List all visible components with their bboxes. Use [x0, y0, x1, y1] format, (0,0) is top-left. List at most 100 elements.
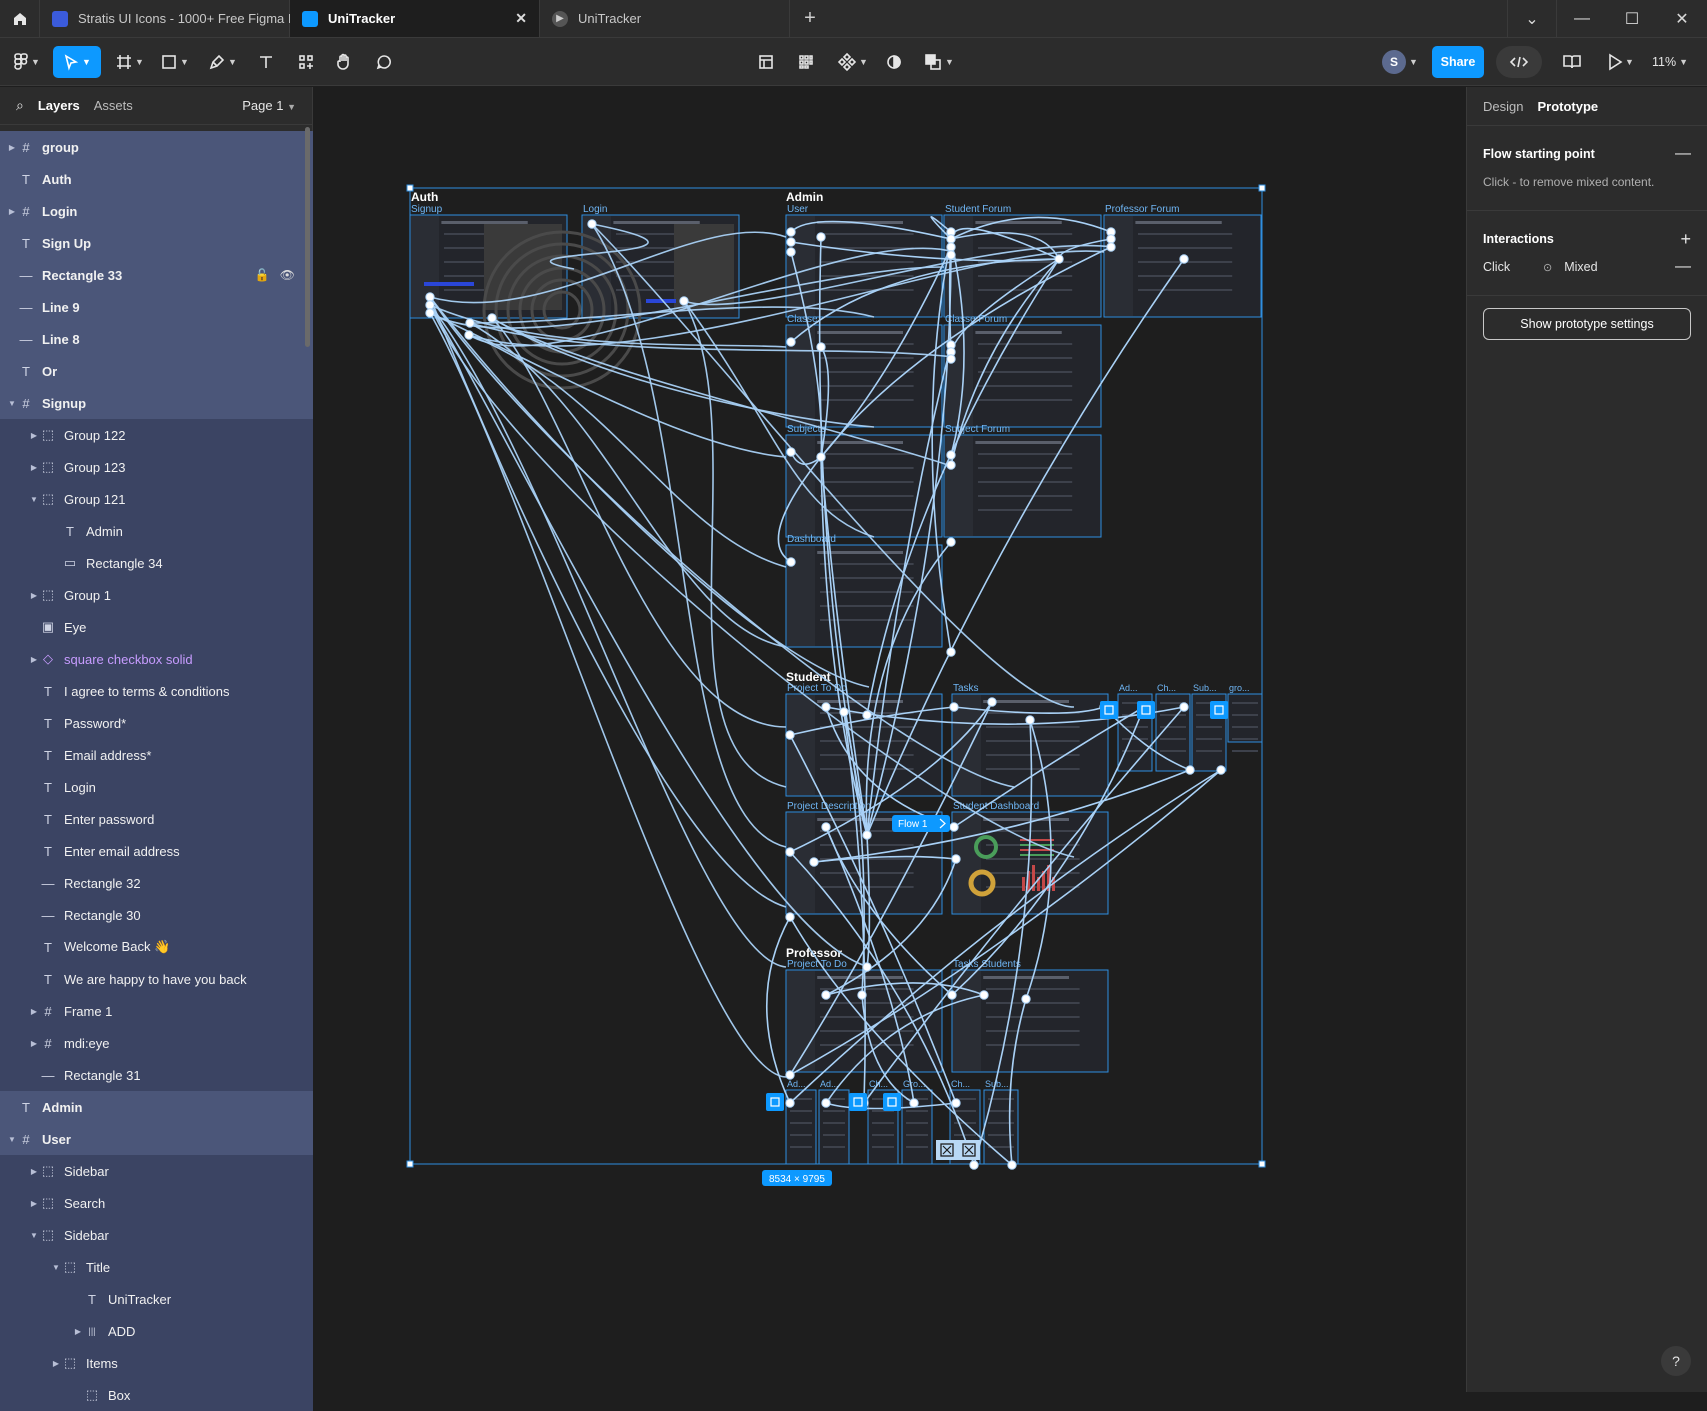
- connector-node[interactable]: [786, 237, 796, 247]
- prototype-connector[interactable]: [1008, 998, 1027, 1166]
- resources-button[interactable]: [292, 46, 320, 78]
- layer-row[interactable]: ▶⬚Items: [0, 1347, 313, 1379]
- tab-unitracker-active[interactable]: UniTracker ✕: [290, 0, 540, 37]
- connector-node[interactable]: [1106, 242, 1116, 252]
- page-selector[interactable]: Page 1 ▼: [242, 98, 296, 113]
- prototype-connector[interactable]: [777, 456, 822, 563]
- connector-node[interactable]: [786, 247, 796, 257]
- tab-assets[interactable]: Assets: [93, 98, 133, 113]
- overlay-action-icon[interactable]: [766, 1093, 784, 1111]
- layer-row[interactable]: ▼#Signup: [0, 387, 313, 419]
- layer-row[interactable]: ▶#Login: [0, 195, 313, 227]
- resize-handle[interactable]: [406, 184, 414, 192]
- prototype-connector[interactable]: [863, 706, 1185, 1104]
- connector-node[interactable]: [946, 234, 956, 244]
- layer-row[interactable]: —Line 9: [0, 291, 313, 323]
- overlay-action-icon[interactable]: [849, 1093, 867, 1111]
- connector-node[interactable]: [1106, 234, 1116, 244]
- prototype-connector[interactable]: [953, 706, 1145, 828]
- connector-node[interactable]: [821, 822, 831, 832]
- prototype-connector[interactable]: [491, 317, 875, 428]
- layer-row[interactable]: ▶⬚Group 1: [0, 579, 313, 611]
- flow-badge[interactable]: [892, 815, 950, 832]
- layout-toggle-button[interactable]: [752, 46, 780, 78]
- prototype-connector[interactable]: [789, 916, 1013, 1166]
- prototype-connector[interactable]: [683, 300, 875, 538]
- eye-icon[interactable]: 👁: [279, 268, 295, 282]
- connector-node[interactable]: [946, 242, 956, 252]
- hand-tool-button[interactable]: [330, 46, 358, 78]
- collapsed-caret-icon[interactable]: ▶: [30, 430, 38, 440]
- prototype-connector[interactable]: [820, 246, 1112, 458]
- search-icon[interactable]: ⌕: [16, 97, 24, 113]
- prototype-connector[interactable]: [683, 300, 787, 788]
- connector-node[interactable]: [809, 857, 819, 867]
- prototype-connector[interactable]: [825, 826, 915, 1104]
- prototype-connector[interactable]: [789, 734, 957, 1104]
- prototype-connector[interactable]: [865, 541, 952, 836]
- prototype-connector[interactable]: [866, 834, 871, 968]
- prototype-connector[interactable]: [789, 851, 975, 1166]
- layer-row[interactable]: ▶|||ADD: [0, 1315, 313, 1347]
- prototype-connector[interactable]: [429, 312, 787, 458]
- main-menu-button[interactable]: ▼: [10, 46, 44, 78]
- layer-row[interactable]: ▶⬚Group 122: [0, 419, 313, 451]
- layer-row[interactable]: ▶⬚Sidebar: [0, 1155, 313, 1187]
- connector-node[interactable]: [862, 830, 872, 840]
- prototype-connector[interactable]: [491, 317, 955, 468]
- connector-node[interactable]: [946, 647, 956, 657]
- prototype-connector[interactable]: [429, 231, 787, 304]
- layer-row[interactable]: ▼⬚Sidebar: [0, 1219, 313, 1251]
- connector-node[interactable]: [816, 452, 826, 462]
- collapsed-caret-icon[interactable]: ▶: [30, 1038, 38, 1048]
- tab-design[interactable]: Design: [1483, 98, 1524, 114]
- layer-row[interactable]: ▶⬚Search: [0, 1187, 313, 1219]
- tab-stratis[interactable]: Stratis UI Icons - 1000+ Free Figma I: [40, 0, 292, 37]
- connector-node[interactable]: [425, 308, 435, 318]
- prototype-connector[interactable]: [843, 711, 865, 996]
- close-window-button[interactable]: ✕: [1657, 0, 1707, 37]
- connector-node[interactable]: [862, 962, 872, 972]
- layer-row[interactable]: ▶#Frame 1: [0, 995, 313, 1027]
- help-button[interactable]: ?: [1661, 1346, 1691, 1376]
- connector-node[interactable]: [821, 1098, 831, 1108]
- prototype-connector[interactable]: [866, 258, 1060, 716]
- prototype-connector[interactable]: [953, 706, 1105, 714]
- prototype-connector[interactable]: [789, 769, 1222, 1104]
- tabs-menu-button[interactable]: ⌄: [1507, 0, 1557, 37]
- prototype-connector[interactable]: [866, 258, 1185, 836]
- connector-node[interactable]: [946, 450, 956, 460]
- prototype-connector[interactable]: [429, 266, 945, 329]
- prototype-connector[interactable]: [789, 701, 993, 853]
- connector-node[interactable]: [1025, 715, 1035, 725]
- connector-node[interactable]: [465, 318, 475, 328]
- frame-s-gro[interactable]: [1227, 693, 1263, 743]
- expanded-caret-icon[interactable]: ▼: [8, 398, 16, 408]
- connector-node[interactable]: [979, 990, 989, 1000]
- expanded-caret-icon[interactable]: ▼: [8, 1134, 16, 1144]
- prototype-connector[interactable]: [549, 223, 649, 270]
- dev-mode-toggle[interactable]: [1496, 46, 1542, 78]
- overlay-action-icon[interactable]: [1100, 701, 1118, 719]
- connector-node[interactable]: [425, 292, 435, 302]
- connector-node[interactable]: [969, 1160, 979, 1170]
- collapsed-caret-icon[interactable]: ▶: [52, 1358, 60, 1368]
- prototype-connector[interactable]: [468, 334, 787, 568]
- prototype-connector[interactable]: [813, 855, 957, 863]
- text-tool-button[interactable]: [252, 46, 280, 78]
- close-overlay-group[interactable]: [936, 1140, 980, 1160]
- layer-row[interactable]: ▶◇square checkbox solid: [0, 643, 313, 675]
- layer-row[interactable]: ▶#mdi:eye: [0, 1027, 313, 1059]
- prototype-connector[interactable]: [429, 304, 1075, 858]
- prototype-connector[interactable]: [429, 304, 870, 968]
- connector-node[interactable]: [487, 313, 497, 323]
- resize-handle[interactable]: [1258, 184, 1266, 192]
- show-prototype-settings-button[interactable]: Show prototype settings: [1483, 308, 1691, 340]
